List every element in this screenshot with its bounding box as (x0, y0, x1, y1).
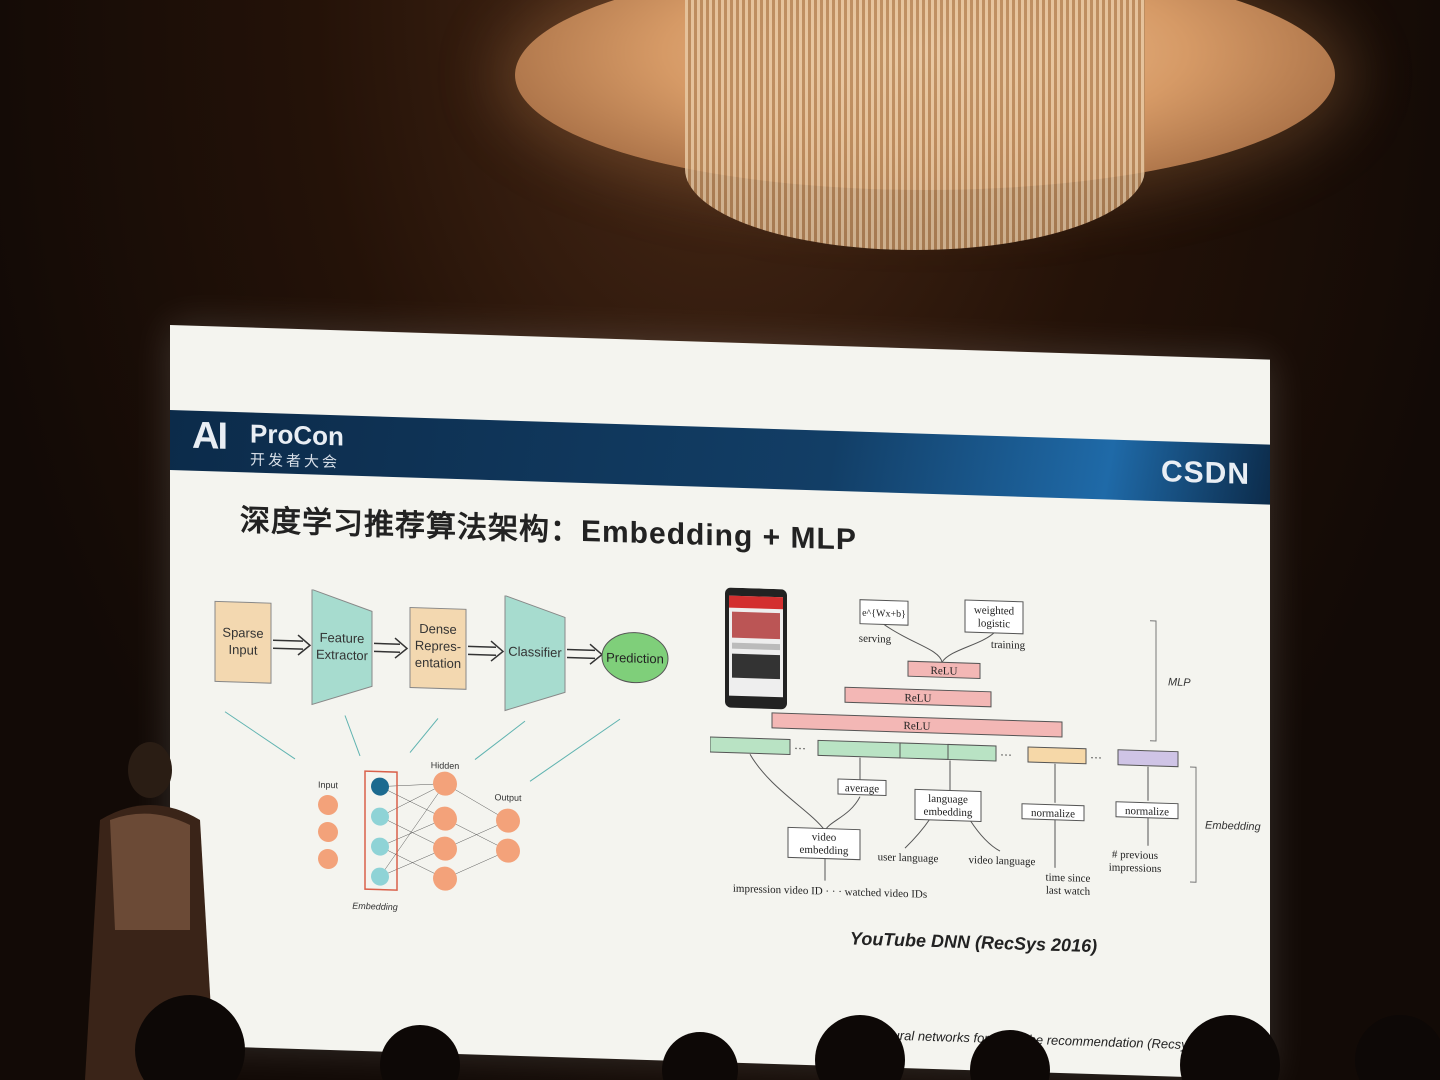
video-embedding-label-1: video (812, 831, 837, 844)
normalize-label-2: normalize (1125, 805, 1169, 818)
dots-1: ··· (794, 741, 806, 755)
user-language-label: user language (878, 851, 939, 865)
embed-segment-3 (899, 742, 949, 760)
previous-impressions-label-1: # previous (1112, 849, 1158, 862)
prediction-ellipse (601, 632, 669, 684)
prediction-label: Prediction (606, 650, 664, 667)
normalize-label-1: normalize (1031, 807, 1075, 820)
dense-label-2: Repres- (415, 638, 461, 654)
embed-segment-4 (947, 743, 997, 762)
dots-2: ··· (1000, 747, 1012, 761)
slide-title: 深度学习推荐算法架构：Embedding + MLP (240, 504, 857, 557)
embed-segment-6 (1117, 749, 1179, 768)
procon-logo: ProCon (250, 418, 344, 452)
arrow-1 (273, 634, 312, 656)
feature-extractor-shape (311, 588, 373, 706)
arrow-3 (468, 640, 505, 662)
youtube-dnn-diagram: e^{Wx+b} weighted logistic serving train… (710, 587, 1262, 901)
embedding-connectors (749, 753, 1149, 881)
video-language-label: video language (969, 854, 1036, 868)
previous-impressions-label-2: impressions (1109, 862, 1162, 876)
pointer-arrows (224, 711, 621, 782)
dense-representation-box (409, 607, 467, 690)
relu-layer-2 (844, 686, 992, 708)
normalize-box-1 (1021, 803, 1085, 822)
slide-header-banner: AI ProCon 开发者大会 CSDN (170, 410, 1270, 505)
video-embedding-label-2: embedding (800, 844, 849, 858)
audience-silhouettes (135, 995, 1440, 1080)
training-label: training (991, 639, 1026, 652)
feature-label-1: Feature (320, 630, 365, 646)
neural-network: Input Hidden Output (318, 760, 522, 912)
embed-segment-2 (817, 739, 901, 759)
language-label-2: embedding (924, 806, 973, 820)
sparse-input-box (214, 600, 272, 684)
nn-output-label: Output (494, 792, 522, 803)
softmax-formula: e^{Wx+b} (862, 608, 906, 620)
chandelier-crystals (685, 0, 1145, 250)
mlp-bracket (1150, 620, 1157, 742)
figure-caption: YouTube DNN (RecSys 2016) (850, 928, 1098, 957)
nn-hidden-label: Hidden (431, 760, 460, 771)
arrow-2 (374, 637, 409, 659)
top-connectors (883, 624, 995, 663)
embedding-highlight-box (364, 770, 398, 891)
embed-segment-5 (1027, 746, 1087, 765)
nn-embedding-label: Embedding (352, 901, 398, 912)
relu-label-2: ReLU (905, 692, 932, 705)
logistic-label: logistic (978, 617, 1010, 630)
input-ids-label: impression video ID · · · watched video … (733, 883, 927, 901)
serving-label: serving (859, 633, 892, 646)
sparse-input-label-2: Input (229, 642, 258, 658)
relu-layer-3 (907, 660, 981, 679)
normalize-box-2 (1115, 801, 1179, 820)
sparse-input-label-1: Sparse (222, 625, 263, 641)
ai-logo: AI (192, 414, 226, 458)
arrow-4 (567, 643, 604, 665)
time-since-label-1: time since (1046, 872, 1091, 885)
feature-label-2: Extractor (316, 647, 369, 664)
average-box (837, 778, 887, 797)
video-embedding-box (787, 826, 861, 861)
pipeline-diagram: Sparse Input Feature Extractor Dense Rep… (214, 588, 669, 912)
phone-screenshot (725, 587, 787, 710)
presentation-slide: AI ProCon 开发者大会 CSDN 深度学习推荐算法架构：Embeddin… (170, 325, 1270, 1080)
embedding-bracket-label: Embedding (1205, 820, 1262, 834)
language-label-1: language (928, 793, 968, 806)
mlp-label: MLP (1168, 676, 1191, 689)
csdn-logo: CSDN (1160, 455, 1250, 491)
classifier-label: Classifier (508, 644, 562, 661)
embed-segment-1 (710, 736, 791, 755)
language-embedding-box (914, 788, 982, 823)
dots-3: ··· (1090, 750, 1102, 764)
average-label: average (845, 782, 879, 795)
conference-subtitle: 开发者大会 (250, 451, 341, 472)
embedding-bracket (1190, 766, 1197, 883)
relu-label-3: ReLU (931, 665, 958, 678)
relu-layer-1 (771, 712, 1063, 738)
dense-label-1: Dense (419, 621, 457, 637)
weighted-label: weighted (974, 604, 1015, 617)
nn-input-label: Input (318, 780, 339, 791)
time-since-label-2: last watch (1046, 885, 1091, 898)
classifier-shape (504, 594, 566, 712)
dense-label-3: entation (415, 655, 461, 671)
relu-label-1: ReLU (904, 720, 931, 733)
